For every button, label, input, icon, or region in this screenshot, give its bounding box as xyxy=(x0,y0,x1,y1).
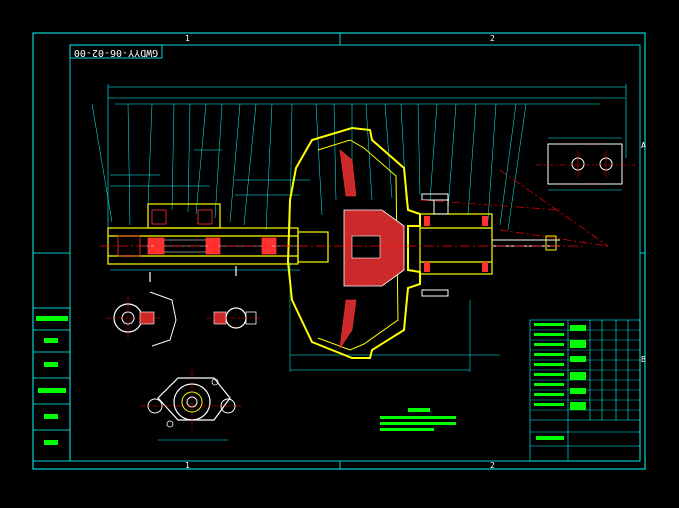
left-side-label-marks xyxy=(36,316,68,445)
outer-frame xyxy=(32,32,646,470)
clevis-detail xyxy=(536,143,636,185)
zone-mark-row-b: B xyxy=(641,355,646,364)
zone-ticks xyxy=(33,33,645,469)
zone-mark-bottom-1: 1 xyxy=(185,461,190,470)
clevis-dims xyxy=(548,137,622,191)
title-stamp-text: GWDYY-06-02-00 xyxy=(74,47,158,58)
section-view-1 xyxy=(106,291,177,347)
rear-housing-hatch xyxy=(424,216,488,272)
title-block xyxy=(529,319,641,462)
push-rod xyxy=(492,235,560,251)
mounting-studs xyxy=(421,193,449,297)
booster-hub xyxy=(339,149,405,349)
top-dimension-lines xyxy=(107,84,627,250)
diag-centerline-2 xyxy=(499,229,609,247)
diag-centerline-1 xyxy=(499,169,609,247)
shaft-dimension-lines xyxy=(110,149,500,372)
left-side-strip xyxy=(32,307,71,462)
zone-mark-top-1: 1 xyxy=(185,34,190,43)
booster-housing xyxy=(286,126,421,359)
title-stamp: GWDYY-06-02-00 xyxy=(69,44,163,59)
section-markers xyxy=(149,266,237,282)
parts-list-entries xyxy=(534,323,586,440)
flange-view xyxy=(140,370,244,441)
master-cylinder xyxy=(107,203,329,265)
leader-lines xyxy=(91,103,527,231)
horizontal-centerline-2 xyxy=(419,199,561,211)
zone-mark-bottom-2: 2 xyxy=(490,461,495,470)
zone-mark-top-2: 2 xyxy=(490,34,495,43)
rear-housing xyxy=(419,213,493,275)
cylinder-inner-lines xyxy=(140,239,300,253)
section-view-2 xyxy=(206,307,262,329)
cylinder-section xyxy=(117,209,277,257)
tech-notes xyxy=(380,408,456,431)
zone-mark-row-a: A xyxy=(641,141,646,150)
